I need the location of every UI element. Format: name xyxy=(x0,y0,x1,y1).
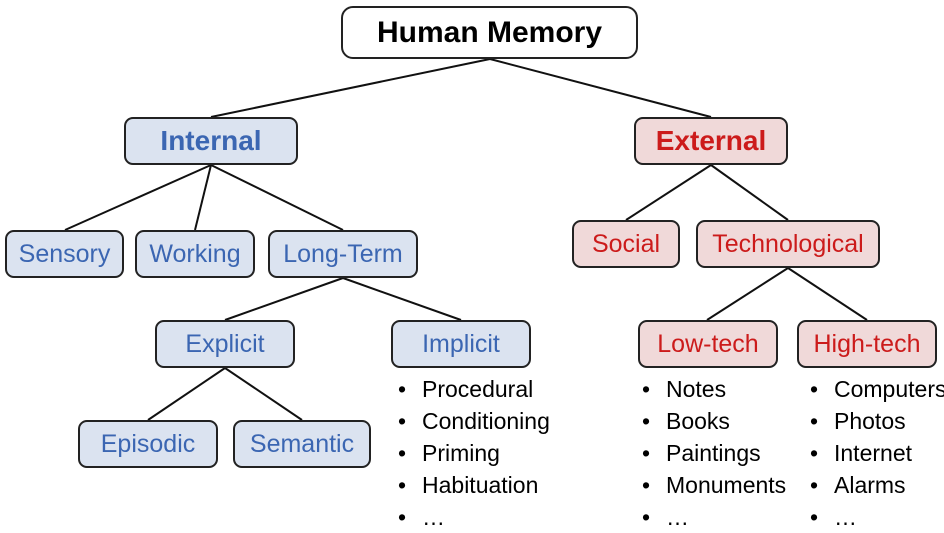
technological-label: Technological xyxy=(712,229,864,258)
long-term-label: Long-Term xyxy=(283,239,403,268)
list-item: Monuments xyxy=(640,469,786,501)
list-item: … xyxy=(396,501,550,533)
implicit-node: Implicit xyxy=(391,320,531,368)
internal-node: Internal xyxy=(124,117,298,165)
root-label: Human Memory xyxy=(376,15,603,49)
edge-external-technological xyxy=(710,164,789,221)
explicit-label: Explicit xyxy=(185,329,265,358)
edge-root-external xyxy=(489,58,712,118)
sensory-label: Sensory xyxy=(18,239,111,268)
list-item: Internet xyxy=(808,437,944,469)
low-tech-label: Low-tech xyxy=(657,329,759,358)
list-item: Habituation xyxy=(396,469,550,501)
edge-internal-longterm xyxy=(210,164,344,231)
list-item: Notes xyxy=(640,373,786,405)
technological-node: Technological xyxy=(696,220,880,268)
low-tech-node: Low-tech xyxy=(638,320,778,368)
list-item: Procedural xyxy=(396,373,550,405)
high-tech-examples-list: Computers Photos Internet Alarms … xyxy=(808,373,944,533)
episodic-label: Episodic xyxy=(100,429,196,458)
edge-internal-sensory xyxy=(64,164,212,231)
edge-tech-lowtech xyxy=(706,267,789,321)
explicit-node: Explicit xyxy=(155,320,295,368)
list-item: Priming xyxy=(396,437,550,469)
internal-label: Internal xyxy=(160,125,262,156)
implicit-label: Implicit xyxy=(422,329,500,358)
list-item: Conditioning xyxy=(396,405,550,437)
edge-tech-hightech xyxy=(787,267,868,321)
external-node: External xyxy=(634,117,788,165)
working-label: Working xyxy=(149,239,241,268)
long-term-node: Long-Term xyxy=(268,230,418,278)
implicit-examples-list: Procedural Conditioning Priming Habituat… xyxy=(396,373,550,533)
list-item: … xyxy=(808,501,944,533)
edge-explicit-semantic xyxy=(224,367,303,421)
list-item: Computers xyxy=(808,373,944,405)
working-node: Working xyxy=(135,230,255,278)
semantic-label: Semantic xyxy=(249,429,355,458)
sensory-node: Sensory xyxy=(5,230,124,278)
list-item: Alarms xyxy=(808,469,944,501)
edge-internal-working xyxy=(194,164,212,231)
high-tech-label: High-tech xyxy=(813,329,921,358)
external-label: External xyxy=(655,125,767,156)
edge-root-internal xyxy=(210,58,491,118)
edge-explicit-episodic xyxy=(147,367,226,421)
root-node: Human Memory xyxy=(341,6,638,59)
episodic-node: Episodic xyxy=(78,420,218,468)
high-tech-node: High-tech xyxy=(797,320,937,368)
edge-external-social xyxy=(625,164,712,221)
list-item: Books xyxy=(640,405,786,437)
list-item: Paintings xyxy=(640,437,786,469)
semantic-node: Semantic xyxy=(233,420,371,468)
low-tech-examples-list: Notes Books Paintings Monuments … xyxy=(640,373,786,533)
social-label: Social xyxy=(591,229,661,258)
list-item: … xyxy=(640,501,786,533)
list-item: Photos xyxy=(808,405,944,437)
edge-longterm-implicit xyxy=(342,277,462,321)
edge-longterm-explicit xyxy=(224,277,344,321)
social-node: Social xyxy=(572,220,680,268)
